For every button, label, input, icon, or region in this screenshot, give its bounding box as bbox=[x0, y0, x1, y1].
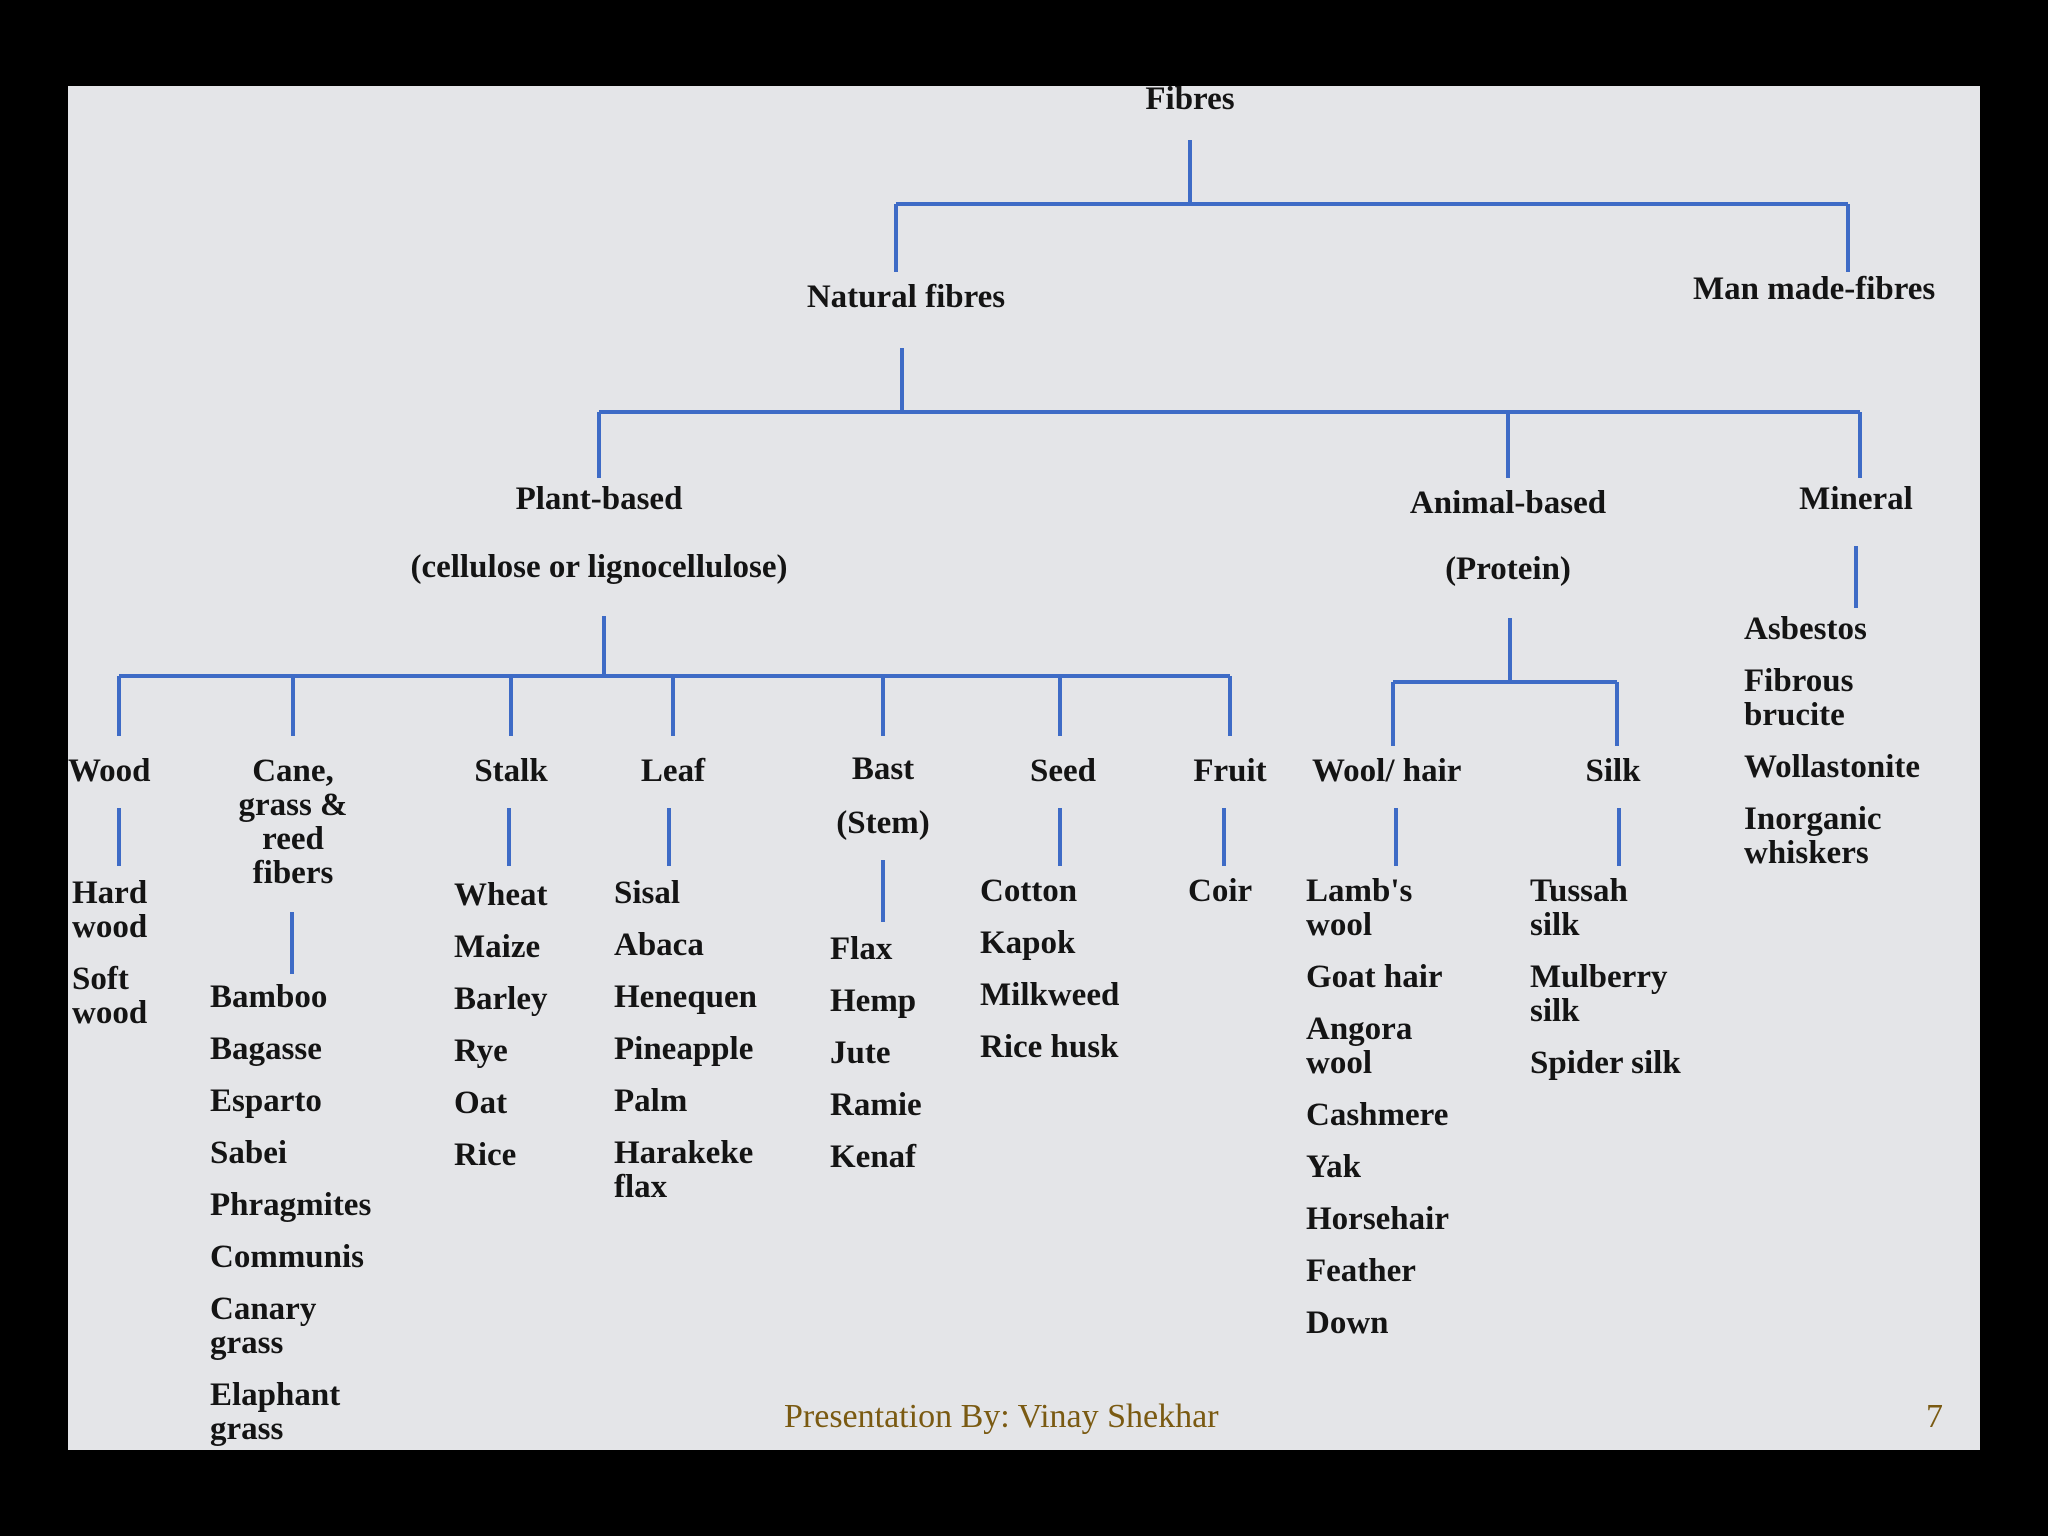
list-item: Sabei bbox=[210, 1135, 288, 1171]
list-item: Bagasse bbox=[210, 1031, 322, 1067]
list-item: Bamboo bbox=[210, 979, 328, 1015]
connector-lines bbox=[117, 140, 1862, 974]
list-item: Tussah silk bbox=[1530, 873, 1628, 943]
node-fibres: Fibres bbox=[1145, 86, 1235, 117]
node-wool-hair: Wool/ hair bbox=[1312, 753, 1462, 789]
node-stalk: Stalk bbox=[474, 753, 548, 789]
list-item: Spider silk bbox=[1530, 1045, 1681, 1081]
list-item: Coir bbox=[1188, 873, 1253, 909]
list-wool-hair: Lamb's wool Goat hair Angora wool Cashme… bbox=[1306, 874, 1449, 1358]
list-item: Soft wood bbox=[72, 961, 148, 1031]
node-fruit: Fruit bbox=[1193, 753, 1267, 789]
list-seed: Cotton Kapok Milkweed Rice husk bbox=[980, 874, 1119, 1082]
list-fruit: Coir bbox=[1188, 874, 1252, 926]
page-number: 7 bbox=[1926, 1398, 1943, 1435]
list-item: Jute bbox=[830, 1035, 891, 1071]
list-item: Maize bbox=[454, 929, 541, 965]
list-item: Barley bbox=[454, 981, 548, 1017]
list-wood: Hard wood Soft wood bbox=[72, 876, 182, 1048]
list-item: Elaphant grass bbox=[210, 1377, 341, 1447]
list-item: Harakeke flax bbox=[614, 1135, 754, 1205]
list-item: Mulberry silk bbox=[1530, 959, 1668, 1029]
list-silk: Tussah silk Mulberry silk Spider silk bbox=[1530, 874, 1700, 1098]
node-natural-fibres: Natural fibres bbox=[806, 279, 1006, 315]
node-seed: Seed bbox=[1030, 753, 1096, 789]
list-item: Abaca bbox=[614, 927, 704, 963]
node-cane-grass-reed: Cane, grass & reed fibers bbox=[238, 753, 348, 891]
list-item: Phragmites bbox=[210, 1187, 372, 1223]
list-item: Kenaf bbox=[830, 1139, 917, 1175]
list-item: Fibrous brucite bbox=[1744, 663, 1854, 733]
list-item: Angora wool bbox=[1306, 1011, 1413, 1081]
list-item: Palm bbox=[614, 1083, 688, 1119]
list-item: Inorganic whiskers bbox=[1744, 801, 1882, 871]
footer-presenter: Presentation By: Vinay Shekhar bbox=[784, 1398, 1219, 1435]
list-item: Wheat bbox=[454, 877, 548, 913]
list-item: Pineapple bbox=[614, 1031, 754, 1067]
list-item: Communis bbox=[210, 1239, 365, 1275]
list-item: Goat hair bbox=[1306, 959, 1443, 995]
list-item: Horsehair bbox=[1306, 1201, 1449, 1237]
node-wood: Wood bbox=[68, 753, 151, 789]
list-item: Rice husk bbox=[980, 1029, 1119, 1065]
node-leaf: Leaf bbox=[640, 753, 706, 789]
list-item: Esparto bbox=[210, 1083, 322, 1119]
node-animal-based-subtitle: (Protein) bbox=[1445, 551, 1571, 587]
list-item: Ramie bbox=[830, 1087, 922, 1123]
list-item: Cashmere bbox=[1306, 1097, 1449, 1133]
list-bast: Flax Hemp Jute Ramie Kenaf bbox=[830, 932, 922, 1192]
list-cane: Bamboo Bagasse Esparto Sabei Phragmites … bbox=[210, 980, 371, 1450]
node-mineral: Mineral bbox=[1799, 481, 1913, 517]
list-item: Asbestos bbox=[1744, 611, 1867, 647]
node-man-made-fibres: Man made-fibres bbox=[1693, 271, 1936, 307]
list-item: Hard wood bbox=[72, 875, 148, 945]
node-animal-based: Animal-based bbox=[1409, 485, 1607, 521]
list-leaf: Sisal Abaca Henequen Pineapple Palm Hara… bbox=[614, 876, 784, 1222]
list-item: Down bbox=[1306, 1305, 1389, 1341]
node-plant-based: Plant-based bbox=[515, 481, 683, 517]
node-bast-subtitle: (Stem) bbox=[836, 805, 930, 841]
list-item: Cotton bbox=[980, 873, 1078, 909]
list-item: Milkweed bbox=[980, 977, 1120, 1013]
list-item: Flax bbox=[830, 931, 893, 967]
node-plant-based-subtitle: (cellulose or lignocellulose) bbox=[410, 549, 788, 585]
list-item: Feather bbox=[1306, 1253, 1416, 1289]
list-item: Oat bbox=[454, 1085, 508, 1121]
list-stalk: Wheat Maize Barley Rye Oat Rice bbox=[454, 878, 548, 1190]
list-item: Henequen bbox=[614, 979, 758, 1015]
list-item: Sisal bbox=[614, 875, 681, 911]
list-item: Yak bbox=[1306, 1149, 1362, 1185]
list-item: Rye bbox=[454, 1033, 508, 1069]
list-item: Canary grass bbox=[210, 1291, 317, 1361]
slide: Fibres Natural fibres Man made-fibres Pl… bbox=[68, 86, 1980, 1450]
list-item: Kapok bbox=[980, 925, 1076, 961]
list-mineral: Asbestos Fibrous brucite Wollastonite In… bbox=[1744, 612, 1920, 888]
list-item: Hemp bbox=[830, 983, 917, 1019]
node-bast: Bast bbox=[851, 751, 915, 787]
list-item: Wollastonite bbox=[1744, 749, 1921, 785]
list-item: Lamb's wool bbox=[1306, 873, 1413, 943]
node-silk: Silk bbox=[1585, 753, 1641, 789]
list-item: Rice bbox=[454, 1137, 517, 1173]
